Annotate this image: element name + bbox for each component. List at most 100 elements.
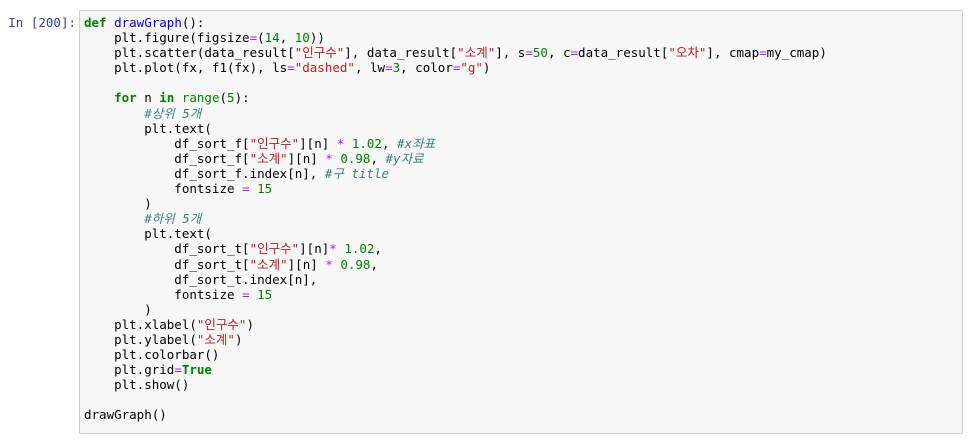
code-token: drawGraph()	[84, 407, 167, 423]
code-token: plt.xlabel(	[84, 316, 197, 332]
code-token: range	[181, 90, 220, 106]
code-token: ():	[181, 15, 205, 30]
code-token: plt.figure(figsize	[84, 30, 250, 46]
code-token: *	[336, 135, 345, 151]
code-token: df_sort_f.index[n],	[84, 165, 325, 181]
code-line	[84, 75, 962, 90]
code-token: *	[325, 256, 333, 272]
code-line: def drawGraph():	[84, 15, 962, 30]
code-token: "dashed"	[294, 60, 355, 76]
code-line: fontsize = 15	[84, 181, 962, 196]
code-token: =	[242, 286, 250, 302]
code-token: *	[329, 241, 337, 257]
code-token	[344, 136, 352, 151]
code-token	[250, 181, 258, 196]
code-token: df_sort_t[	[84, 256, 250, 272]
code-token	[84, 106, 144, 121]
code-line: plt.plot(fx, f1(fx), ls="dashed", lw=3, …	[84, 60, 962, 75]
code-token: ], s	[495, 45, 526, 61]
code-token: ,	[374, 241, 382, 257]
code-token: ))	[309, 30, 325, 46]
code-token: plt.colorbar()	[84, 347, 220, 363]
code-token: fontsize	[84, 286, 243, 302]
code-token: ][n]	[287, 256, 326, 272]
code-token: 3	[392, 60, 401, 76]
code-line: plt.figure(figsize=(14, 10))	[84, 30, 962, 45]
code-token: plt.text(	[84, 120, 212, 136]
code-line: df_sort_f.index[n], #구 title	[84, 166, 962, 181]
code-line: df_sort_t["소계"][n] * 0.98,	[84, 257, 962, 272]
code-token: plt.show()	[84, 377, 190, 393]
code-token: "소계"	[249, 256, 288, 272]
code-token: 1.02	[344, 241, 375, 257]
code-token: plt.scatter(data_result[	[84, 45, 295, 61]
code-line: )	[84, 302, 962, 317]
code-token: df_sort_t.index[n],	[84, 271, 318, 287]
code-line: plt.xlabel("인구수")	[84, 317, 962, 332]
code-token: ][n]	[299, 135, 337, 151]
code-token: =	[570, 45, 579, 61]
code-token: ,	[370, 256, 378, 272]
code-line: df_sort_f["소계"][n] * 0.98, #y자료	[84, 151, 962, 166]
code-line: df_sort_t["인구수"][n]* 1.02,	[84, 241, 962, 256]
code-token: ,	[370, 150, 386, 166]
code-token: df_sort_t[	[84, 241, 250, 257]
code-token: #상위 5개	[144, 105, 202, 121]
code-token: , c	[547, 45, 571, 61]
code-token: )	[234, 331, 243, 347]
code-token	[107, 15, 115, 30]
code-token: fontsize	[84, 181, 243, 197]
code-token: "소계"	[457, 45, 496, 61]
code-token: ][n]	[287, 150, 326, 166]
code-token: )	[482, 60, 491, 76]
code-token: ,	[381, 135, 398, 151]
code-token: (	[257, 30, 265, 46]
code-token: 0.98	[340, 256, 371, 272]
code-token: 50	[532, 45, 548, 61]
code-token: in	[159, 90, 175, 106]
code-line: fontsize = 15	[84, 287, 962, 302]
code-token	[174, 90, 182, 105]
code-token: ):	[234, 90, 250, 106]
code-token: )	[246, 316, 254, 332]
code-line: #하위 5개	[84, 211, 962, 226]
code-token	[84, 211, 144, 226]
code-line: df_sort_f["인구수"][n] * 1.02, #x좌표	[84, 136, 962, 151]
code-token: df_sort_f[	[84, 135, 250, 151]
code-line: plt.text(	[84, 121, 962, 136]
code-line: )	[84, 196, 962, 211]
code-token: for	[114, 90, 137, 106]
code-token: *	[325, 150, 333, 166]
code-token: "인구수"	[196, 316, 247, 332]
code-token	[250, 287, 258, 302]
code-token: )	[84, 196, 152, 212]
code-editor[interactable]: def drawGraph(): plt.figure(figsize=(14,…	[79, 10, 963, 434]
code-token: =	[174, 362, 182, 378]
code-token: )	[84, 301, 152, 317]
code-token: drawGraph	[114, 15, 182, 30]
code-token	[84, 90, 114, 105]
code-token: ,	[279, 30, 295, 46]
code-token: plt.grid	[84, 362, 175, 378]
code-token: #구 title	[324, 165, 390, 181]
code-token: 14	[264, 30, 280, 46]
code-line: plt.grid=True	[84, 362, 962, 377]
code-token: 0.98	[340, 150, 371, 166]
code-token: 1.02	[351, 135, 382, 151]
code-line: for n in range(5):	[84, 90, 962, 105]
code-token: plt.ylabel(	[84, 331, 197, 347]
code-token: =	[242, 181, 250, 197]
code-token: #y자료	[385, 150, 424, 166]
code-token: (	[219, 90, 228, 106]
code-token: #하위 5개	[144, 211, 202, 227]
code-token: "오차"	[668, 45, 707, 61]
code-token: ][n]	[299, 241, 330, 257]
code-token: =	[249, 30, 258, 46]
code-token: , color	[400, 60, 453, 76]
code-token: "소계"	[196, 331, 235, 347]
code-block[interactable]: def drawGraph(): plt.figure(figsize=(14,…	[84, 15, 962, 423]
code-token: =	[287, 60, 295, 76]
code-token: ], cmap	[706, 45, 760, 61]
code-token: data_result[	[578, 45, 669, 61]
code-line: plt.show()	[84, 377, 962, 392]
